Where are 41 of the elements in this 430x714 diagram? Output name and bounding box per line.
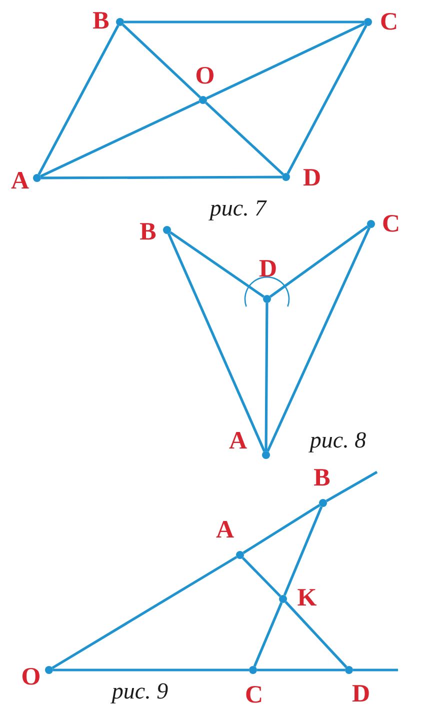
point-label: O — [195, 64, 215, 88]
point-label: A — [228, 428, 248, 454]
point-label: D — [302, 166, 322, 190]
point-label: C — [244, 682, 264, 708]
figure-caption: рис. 9 — [112, 680, 168, 702]
line-segment — [122, 24, 201, 98]
line-segment — [52, 556, 238, 670]
line-segment — [269, 225, 369, 298]
line-segment — [40, 100, 200, 178]
line-segment — [326, 470, 378, 502]
line-segment — [242, 504, 320, 554]
line-segment — [284, 601, 348, 668]
line-segment — [205, 102, 284, 176]
line-segment — [257, 668, 345, 672]
point-label: C — [382, 212, 400, 236]
point-label: B — [314, 466, 330, 490]
point-label: B — [92, 8, 110, 34]
line-segment — [242, 556, 282, 598]
line-segment — [206, 22, 365, 100]
line-segment — [264, 303, 268, 451]
point-label: D — [352, 682, 370, 706]
line-segment — [283, 506, 323, 596]
line-segment — [353, 668, 398, 672]
point-label: O — [21, 664, 41, 690]
figure-caption: рис. 7 — [210, 196, 266, 220]
point-label: A — [216, 518, 234, 542]
line-segment — [53, 668, 249, 672]
line-segment — [266, 227, 371, 452]
point-label: C — [380, 10, 398, 34]
line-segment — [41, 176, 282, 180]
line-segment — [38, 24, 120, 176]
point-label: K — [297, 586, 317, 610]
line-segment — [286, 24, 368, 174]
line-segment — [170, 231, 264, 298]
point-label: D — [258, 256, 278, 282]
figure-caption: рис. 8 — [310, 428, 366, 452]
point-label: A — [10, 168, 30, 194]
line-segment — [167, 233, 266, 452]
line-segment — [124, 20, 364, 24]
line-segment — [253, 602, 283, 667]
point-label: B — [140, 220, 156, 244]
